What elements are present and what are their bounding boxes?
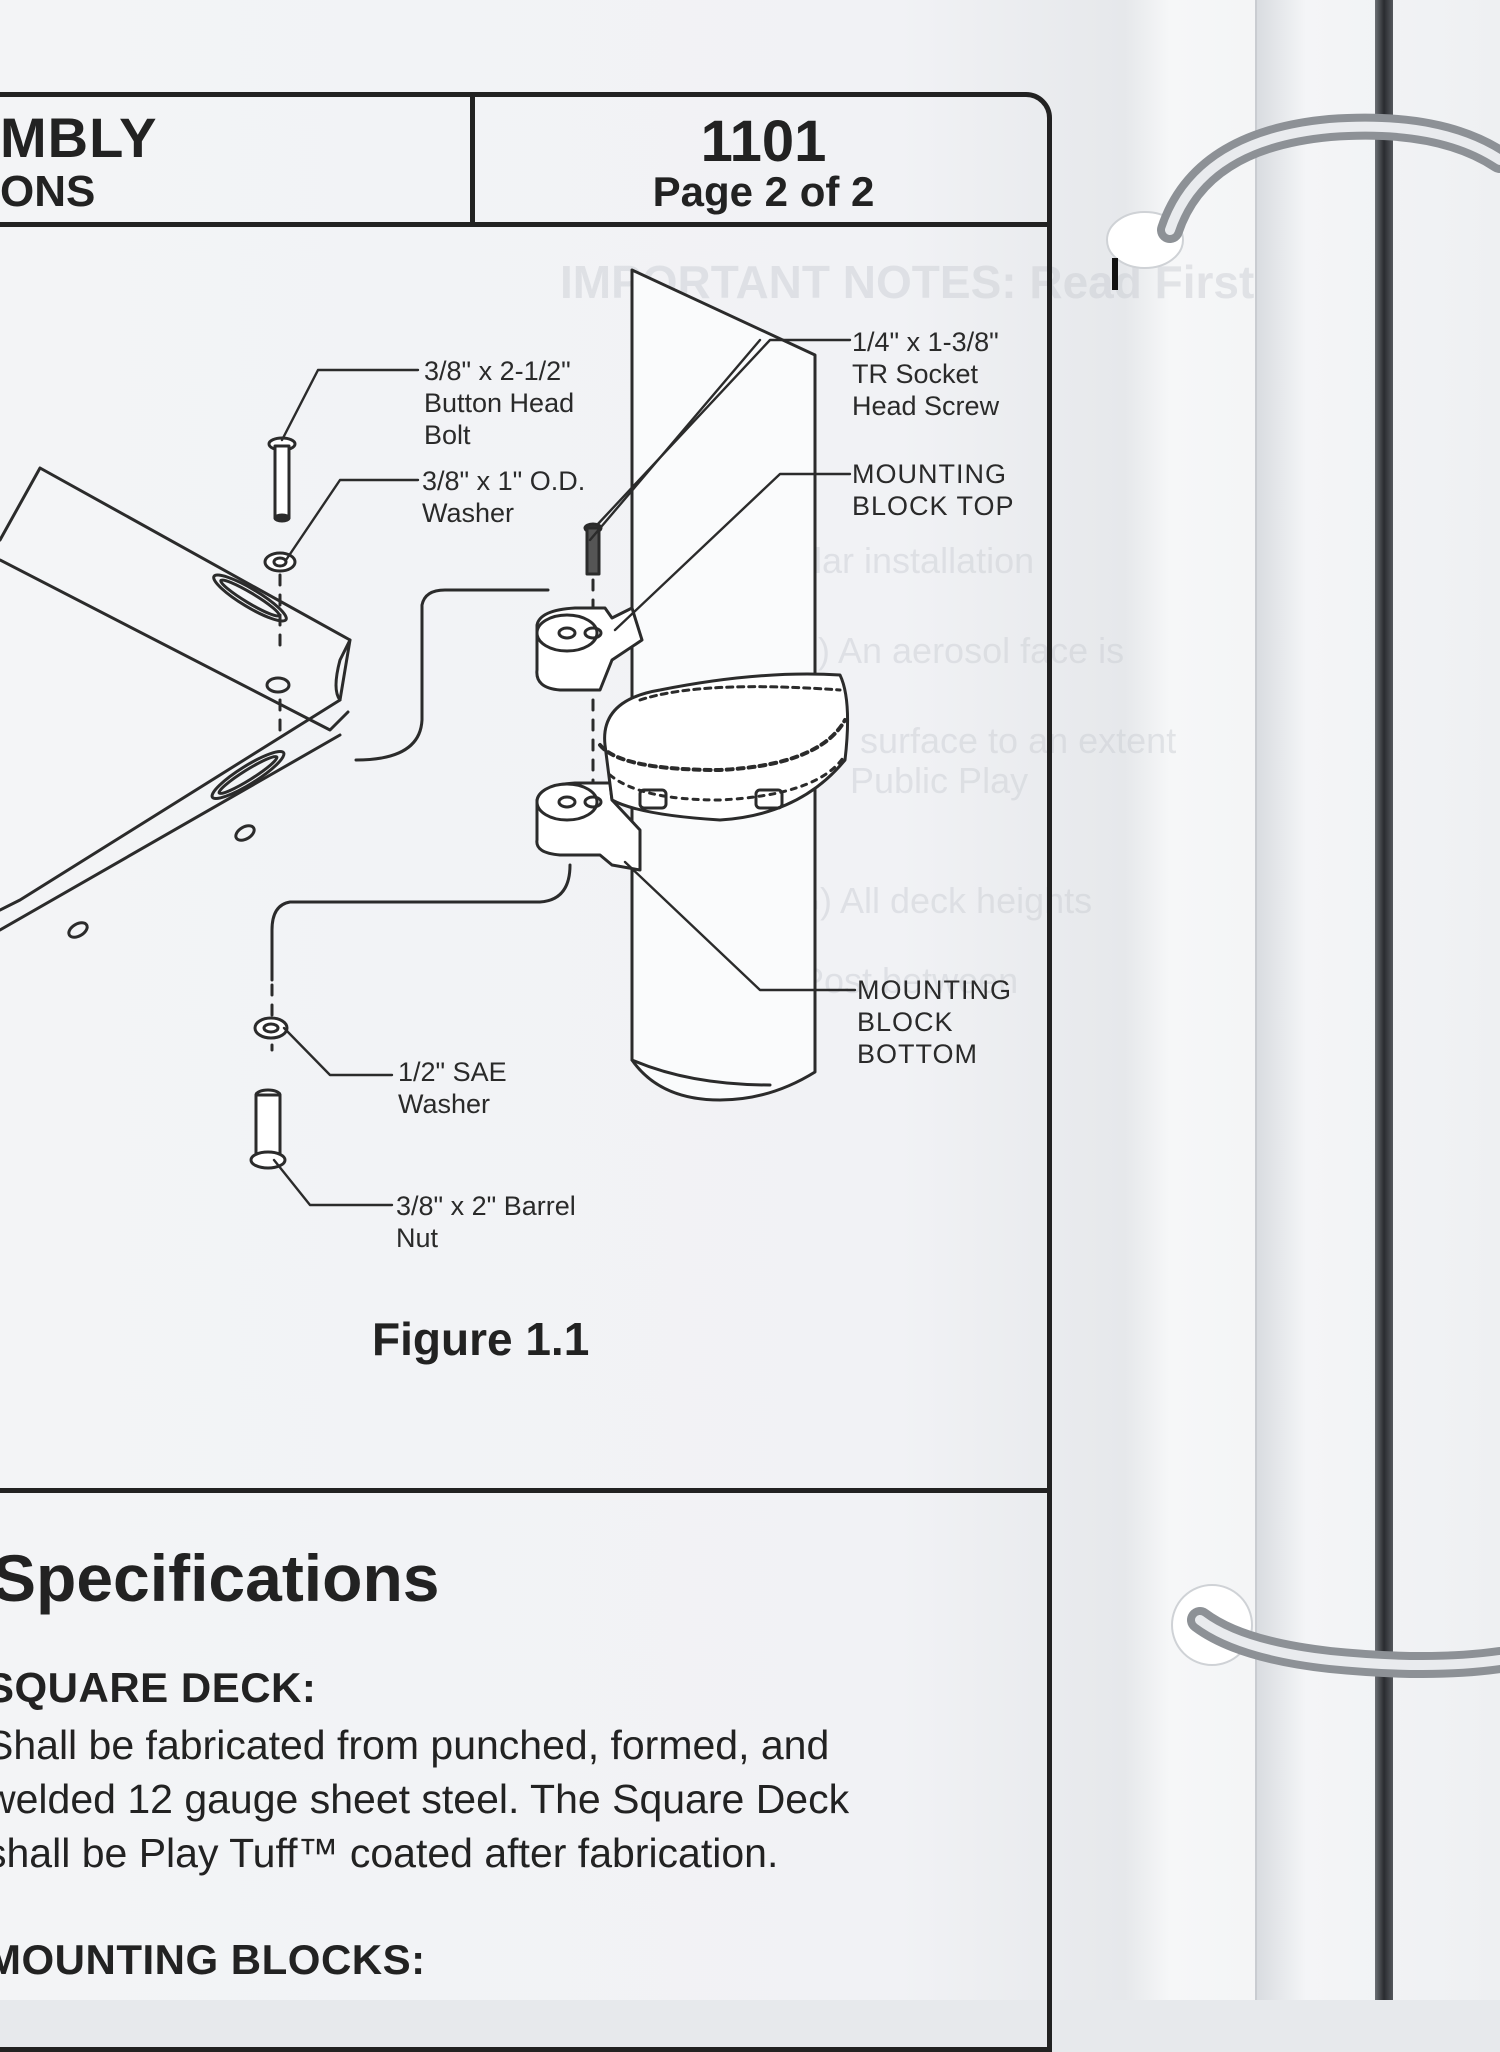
binder-rings xyxy=(1106,113,1500,1678)
page-indicator: Page 2 of 2 xyxy=(652,168,875,215)
header-title-line2: ONS xyxy=(0,167,96,216)
sae-washer xyxy=(253,1016,289,1040)
callout-bolt: 3/8" x 2-1/2" Button Head Bolt xyxy=(424,356,575,450)
ghost-text: Post between xyxy=(800,960,1019,1001)
binder-spine xyxy=(1375,0,1393,2000)
mounting-block-bottom xyxy=(535,781,642,872)
ghost-text: (G) All deck heights xyxy=(780,880,1093,921)
square-deck-heading: SQUARE DECK: xyxy=(0,1664,317,1711)
document-number: 1101 xyxy=(700,109,827,174)
square-deck-line: Shall be fabricated from punched, formed… xyxy=(0,1722,830,1768)
specifications-title: Specifications xyxy=(0,1541,440,1615)
ghost-text: surface to an extent xyxy=(860,720,1177,761)
section-divider xyxy=(0,1488,1052,1493)
post-collar xyxy=(598,672,850,822)
leader-block-bottom xyxy=(623,860,857,992)
binder-ring-bottom xyxy=(1171,1584,1500,1678)
assembly-diagram xyxy=(0,268,857,1207)
callout-block-top: MOUNTING BLOCK TOP xyxy=(852,459,1015,521)
header-row xyxy=(0,92,1052,227)
square-deck-description: Shall be fabricated from punched, formed… xyxy=(0,1718,1006,1880)
leader-bolt xyxy=(280,368,420,442)
leader-barrel-nut xyxy=(272,1158,394,1207)
barrel-nut xyxy=(249,1088,287,1170)
square-deck-line: welded 12 gauge sheet steel. The Square … xyxy=(0,1776,850,1822)
leader-washer-od xyxy=(284,478,420,562)
callout-sae-washer: 1/2" SAE Washer xyxy=(398,1057,507,1119)
callout-washer-od: 3/8" x 1" O.D. Washer xyxy=(422,466,586,528)
leader-sae-washer xyxy=(282,1026,394,1077)
binder-ring-top xyxy=(1106,113,1500,290)
callout-socket-screw: 1/4" x 1-3/8" TR Socket Head Screw xyxy=(852,327,1000,421)
header-title: MBLY ONS xyxy=(0,110,158,214)
header-title-line1: MBLY xyxy=(0,106,158,169)
ghost-text: Public Play xyxy=(850,760,1029,801)
callout-barrel-nut: 3/8" x 2" Barrel Nut xyxy=(396,1191,576,1253)
leader-block-top xyxy=(613,472,852,632)
callout-block-bottom: MOUNTING BLOCK BOTTOM xyxy=(857,975,1012,1069)
deck-panel xyxy=(0,466,352,912)
ghost-text: (C) An aerosol face is xyxy=(780,630,1125,671)
figure-caption: Figure 1.1 xyxy=(372,1313,590,1365)
square-deck-line: shall be Play Tuff™ coated after fabrica… xyxy=(0,1830,779,1876)
header-divider xyxy=(470,92,475,227)
mounting-blocks-heading: MOUNTING BLOCKS: xyxy=(0,1936,426,1983)
